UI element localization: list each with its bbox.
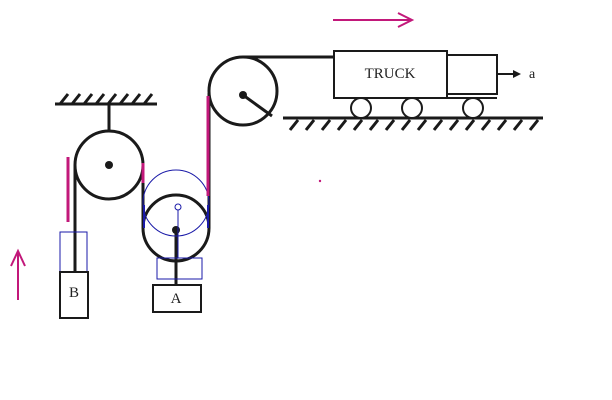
block-a [152, 284, 202, 313]
truck-direction-arrowhead [397, 12, 415, 28]
acceleration-label: a [529, 67, 536, 82]
block-a-label: A [171, 291, 182, 307]
acceleration-arrow [497, 70, 521, 78]
truck-cab [446, 54, 498, 95]
motion-highlights [10, 12, 415, 300]
block-b-label: B [69, 285, 79, 301]
truck: TRUCK [333, 50, 498, 119]
ceiling-support [55, 93, 157, 106]
displaced-block-a-outline [156, 257, 203, 280]
top-pulley-bracket [242, 93, 273, 118]
truck-wheel [350, 97, 372, 119]
truck-wheel [401, 97, 423, 119]
truck-label: TRUCK [365, 66, 416, 82]
displaced-pulley-outline [142, 169, 210, 237]
fixed-pulley-axle [105, 161, 113, 169]
displaced-position-overlay [59, 169, 210, 280]
ground-surface [283, 116, 543, 131]
block-b [59, 271, 89, 319]
truck-wheel [462, 97, 484, 119]
block-b-up-arrowhead [10, 248, 26, 267]
stray-dot [318, 179, 322, 183]
